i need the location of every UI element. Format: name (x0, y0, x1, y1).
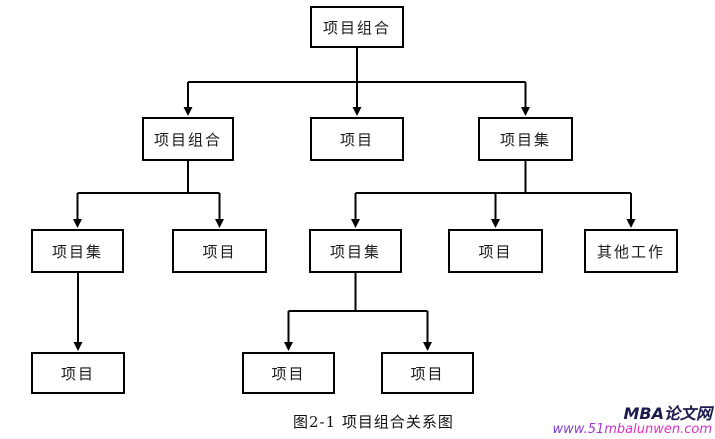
node-l3-project-left: 项目 (172, 229, 267, 273)
node-l2-portfolio: 项目组合 (142, 117, 234, 161)
node-l3-project-right: 项目 (448, 229, 543, 273)
watermark-site-name: MBA论文网 (623, 404, 712, 424)
node-l4-project-left: 项目 (31, 352, 125, 394)
node-l4-project-mid1: 项目 (242, 352, 335, 394)
figure-caption: 图2-1 项目组合关系图 (293, 413, 454, 431)
node-l2-project: 项目 (310, 117, 404, 161)
node-l1-portfolio: 项目组合 (310, 6, 404, 48)
node-l2-program: 项目集 (478, 117, 573, 161)
node-l3-program-left: 项目集 (31, 229, 124, 273)
node-l4-project-mid2: 项目 (381, 352, 474, 394)
node-l3-program-mid: 项目集 (309, 229, 402, 273)
watermark-site-url: www.51mbalunwen.com (552, 421, 712, 437)
node-l3-other-work: 其他工作 (584, 229, 678, 273)
watermark: MBA论文网 www.51mbalunwen.com (553, 405, 712, 437)
